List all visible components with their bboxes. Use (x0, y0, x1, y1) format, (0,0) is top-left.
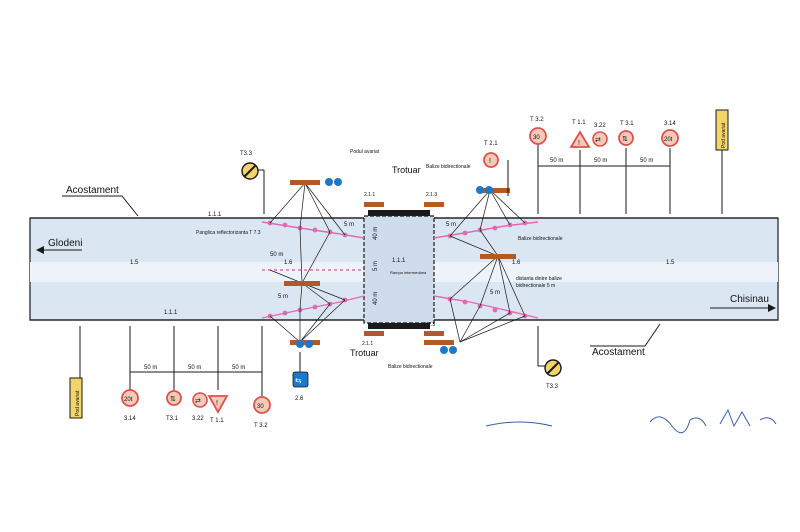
dim-bottom-3: 50 m (232, 365, 245, 371)
sign-bottom-t33-code: T3.3 (546, 384, 559, 390)
sign-bottom-322-code: 3.22 (192, 416, 204, 422)
signature-scribble (485, 408, 777, 434)
leader-lines-right (449, 189, 526, 343)
acostament-top-pointer (62, 195, 139, 217)
sign-bottom-pod-avariat-text: Pod avariat (75, 390, 81, 416)
marking-211-bottom: 2.1.1 (362, 341, 373, 347)
sign-top-pod-avariat-text: Pod avariat (721, 122, 727, 148)
sign-bottom-t31-symbol: ⇅ (170, 396, 176, 403)
dim-5m-left: 5 m (278, 294, 288, 300)
sign-top-314: 20t 3.14 (661, 121, 679, 147)
sign-top-t11-symbol: ! (578, 140, 580, 147)
direction-arrow-left (36, 246, 82, 254)
sign-top-314-code: 3.14 (664, 121, 676, 127)
sign-top-t32-symbol: 30 (533, 135, 540, 141)
dim-5m-top-right: 5 m (446, 222, 456, 228)
sign-top-t21-symbol: ! (489, 158, 491, 165)
sign-top-t21-code: T 2.1 (484, 141, 498, 147)
sign-bottom-314-symbol: 20t (124, 397, 133, 403)
marking-16-left: 1.6 (284, 260, 293, 266)
distanta-note-2: bidirectionale 5 m (516, 283, 555, 289)
marking-111-bottom-left: 1.1.1 (164, 310, 178, 316)
dim-5m-right: 5 m (490, 290, 500, 296)
acostament-top-label: Acostament (66, 185, 119, 196)
dim-5m-center: 5 m (373, 261, 379, 271)
sign-top-t31-code: T 3.1 (620, 121, 634, 127)
acostament-bottom-pointer (590, 323, 661, 347)
sign-bottom-26-symbol: ⇆ (295, 376, 302, 385)
balize-top-note: Balize bidirectionale (426, 164, 471, 170)
top-sign-posts (258, 144, 723, 214)
dim-top-1: 50 m (550, 158, 563, 164)
sign-bottom-t33: T3.3 (538, 359, 562, 390)
marking-15-right: 1.5 (666, 260, 675, 266)
chisinau-label: Chisinau (730, 294, 769, 305)
sign-bottom-322: ⇄ 3.22 (192, 392, 208, 422)
trotuar-bottom-label: Trotuar (350, 348, 379, 358)
balize-right-note: Balize bidirectionale (518, 236, 563, 242)
sign-bottom-26-code: 2.6 (295, 396, 304, 402)
sign-top-t11-code: T 1.1 (572, 120, 586, 126)
dim-top-3: 50 m (640, 158, 653, 164)
marking-111-center: 1.1.1 (392, 258, 406, 264)
sign-top-314-symbol: 20t (664, 137, 673, 143)
pod-avariat-note: Podul avariat (350, 149, 380, 155)
dim-40m-2: 40 m (373, 292, 379, 305)
sign-bottom-t32-symbol: 30 (257, 404, 264, 410)
sign-bottom-t11-symbol: ! (216, 400, 218, 407)
sign-bottom-314: 20t 3.14 (121, 389, 139, 422)
dim-50m-left: 50 m (270, 252, 283, 258)
dim-top-2: 50 m (594, 158, 607, 164)
sign-bottom-t11-code: T 1.1 (210, 418, 224, 424)
marking-211-top: 2.1.1 (364, 192, 375, 198)
balize-bottom-note: Balize bidirectionale (388, 364, 433, 370)
bottom-sign-posts (79, 326, 539, 396)
sign-top-t32-code: T 3.2 (530, 117, 544, 123)
marking-213-top: 2.1.3 (426, 192, 437, 198)
trotuar-top-label: Trotuar (392, 165, 421, 175)
trotuar-top-strip (368, 210, 430, 216)
sign-top-pod-avariat: Pod avariat (715, 109, 729, 151)
sign-bottom-314-code: 3.14 (124, 416, 136, 422)
sign-top-t32: 30 T 3.2 (529, 117, 547, 145)
sign-top-322-code: 3.22 (594, 123, 606, 129)
marking-213-bottom: 2.1.3 (424, 322, 435, 328)
dim-40m-1: 40 m (373, 227, 379, 240)
sign-top-t21: ! T 2.1 (483, 141, 499, 168)
acostament-bottom-label: Acostament (592, 347, 645, 358)
sign-bottom-t32-code: T 3.2 (254, 423, 268, 429)
dim-5m-top: 5 m (344, 222, 354, 228)
sign-top-t11: ! T 1.1 (569, 120, 591, 148)
sign-top-t31: ⇅ T 3.1 (618, 121, 634, 146)
dim-bottom-1: 50 m (144, 365, 157, 371)
rampa-note: Rampa intermediara (390, 270, 427, 275)
marking-16-right: 1.6 (512, 260, 521, 266)
blue-balize-pairs (296, 178, 493, 354)
bridge-deck (363, 215, 435, 324)
marking-15-left: 1.5 (130, 260, 139, 266)
sign-top-t33-code: T3.3 (240, 151, 253, 157)
cone-taper-left (261, 221, 365, 319)
sign-bottom-322-symbol: ⇄ (195, 398, 201, 405)
distanta-note-1: distanta dintre balize (516, 276, 562, 282)
sign-top-322: ⇄ 3.22 (592, 123, 608, 147)
barrier-strips (284, 180, 516, 345)
marking-111-top-left: 1.1.1 (208, 212, 222, 218)
sign-top-t31-symbol: ⇅ (622, 136, 628, 143)
sign-bottom-t31: ⇅ T3.1 (166, 390, 182, 422)
sign-bottom-t32: 30 T 3.2 (253, 396, 271, 429)
direction-arrow-right (710, 304, 776, 312)
trotuar-bottom-strip (368, 323, 430, 329)
sign-top-t33: T3.3 (240, 151, 259, 180)
leader-lines-left (269, 182, 346, 343)
sign-bottom-t31-code: T3.1 (166, 416, 179, 422)
glodeni-label: Glodeni (48, 238, 82, 249)
sign-bottom-t11: ! T 1.1 (207, 395, 229, 424)
sign-bottom-pod-avariat: Pod avariat (69, 377, 83, 419)
panglica-note: Panglica reflectorizanta T 7.3 (196, 230, 261, 236)
sign-top-322-symbol: ⇄ (595, 137, 601, 144)
sign-bottom-26: ⇆ 2.6 (292, 371, 309, 402)
dim-bottom-2: 50 m (188, 365, 201, 371)
